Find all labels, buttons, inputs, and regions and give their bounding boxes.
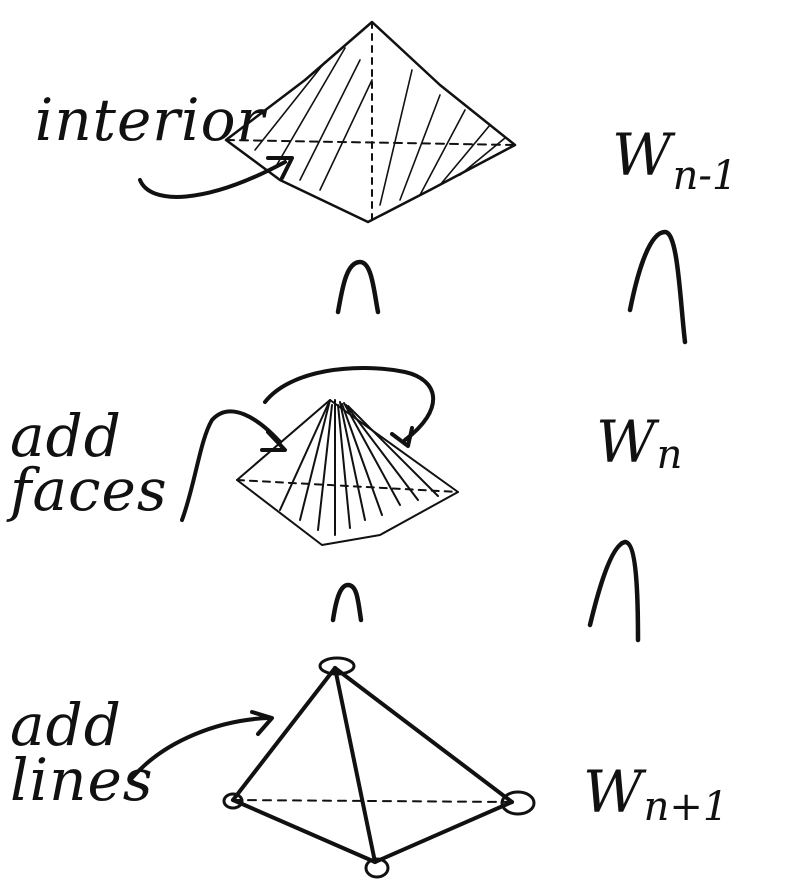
subset-symbol-left-1 [338,262,378,312]
w-n-minus-1: Wn-1 [612,121,737,199]
subset-symbol-right-2 [590,542,638,640]
subset-symbol-right-1 [630,232,685,342]
subset-symbol-left-2 [333,585,361,620]
interior-label: interior [35,86,268,154]
add-lines-label-line2: lines [10,746,154,814]
interior-arrow [140,158,292,197]
add-faces-label-line2: faces [6,456,168,524]
w-n-plus-1: Wn+1 [583,758,728,830]
tetrahedron-edges [224,658,534,877]
tetrahedron-interior [226,22,515,222]
w-n: Wn [596,408,682,478]
